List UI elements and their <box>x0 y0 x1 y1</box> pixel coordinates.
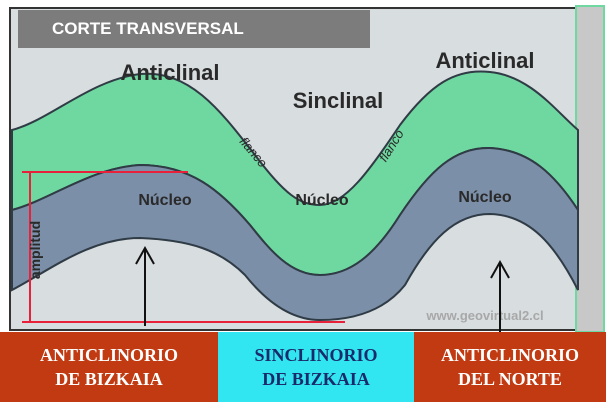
anticlinorio-norte-panel: ANTICLINORIO DEL NORTE <box>414 332 606 402</box>
cross-section-title: CORTE TRANSVERSAL <box>18 10 370 48</box>
nucleo-middle-label: Núcleo <box>295 192 349 209</box>
blue-strata-layer <box>11 146 579 322</box>
anticlinorio-bizkaia-panel: ANTICLINORIO DE BIZKAIA <box>0 332 218 402</box>
right-side-panel <box>575 5 605 333</box>
amplitude-label: amplitud <box>27 221 43 279</box>
arrow-left-icon <box>135 245 155 326</box>
sinclinorio-bizkaia-panel: SINCLINORIO DE BIZKAIA <box>218 332 414 402</box>
anticlinal-left-label: Anticlinal <box>120 60 219 85</box>
watermark-text: www.geovirtual2.cl <box>425 308 543 323</box>
nucleo-right-label: Núcleo <box>458 189 512 206</box>
arrow-right-icon <box>490 259 510 338</box>
anticlinal-right-label: Anticlinal <box>435 48 534 73</box>
nucleo-left-label: Núcleo <box>138 192 192 209</box>
sinclinal-label: Sinclinal <box>293 88 383 113</box>
